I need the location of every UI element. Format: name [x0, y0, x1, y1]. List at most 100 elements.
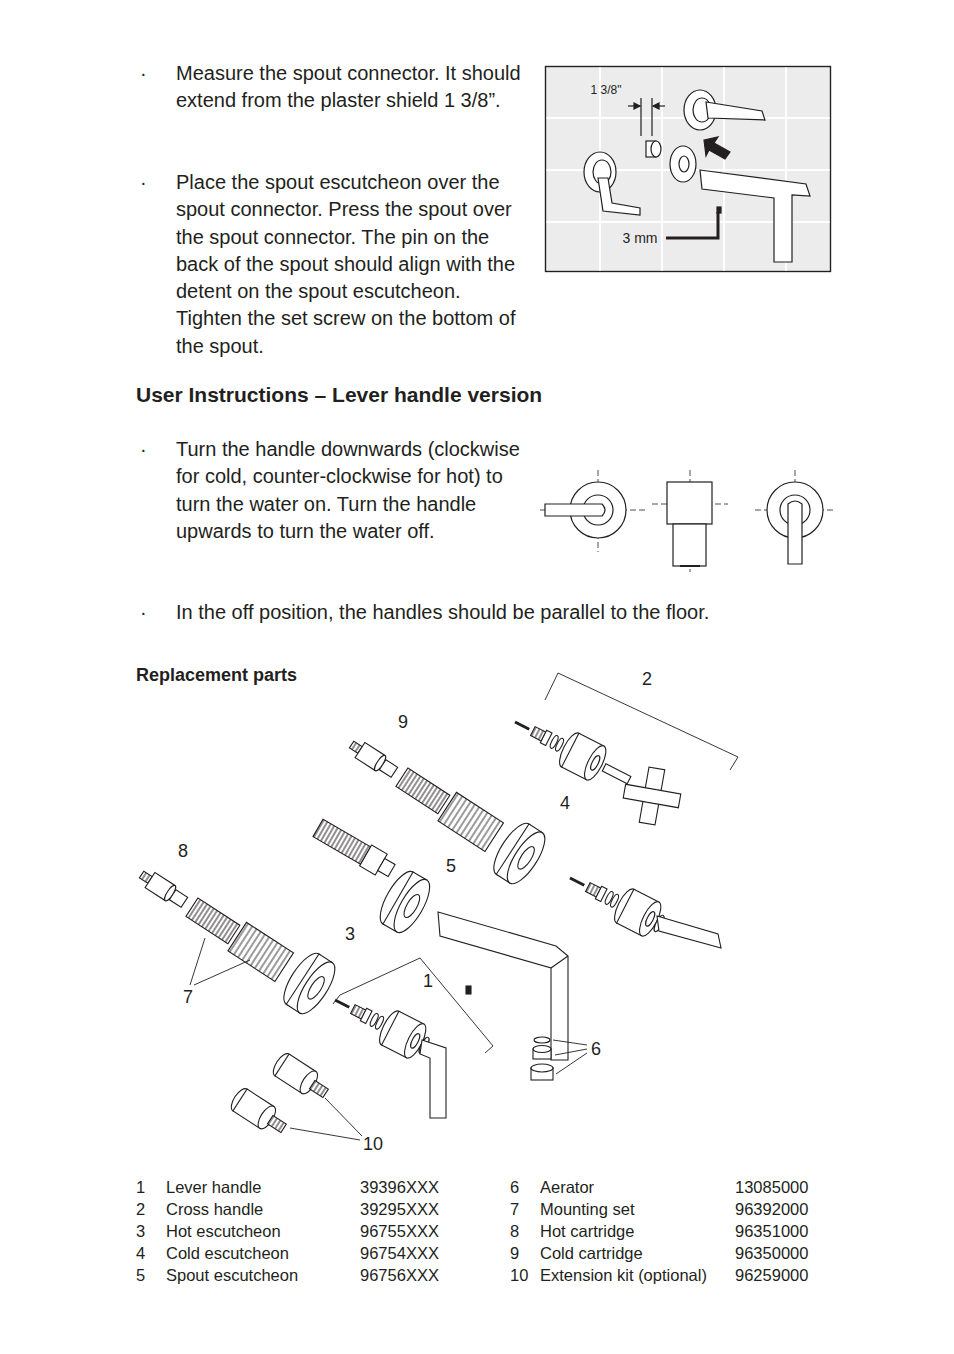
drawing-rect [360, 1008, 372, 1023]
drawing-path [706, 102, 765, 120]
drawing-g [326, 983, 435, 1064]
drawing-ellipse [679, 156, 689, 172]
drawing-path [666, 212, 718, 238]
table-cell: Lever handle [166, 1177, 261, 1197]
exploded-view [125, 705, 721, 1139]
drawing-g [620, 764, 685, 829]
table-cell: Cross handle [166, 1199, 263, 1219]
drawing-rect [466, 986, 471, 994]
install-figure [546, 67, 831, 272]
drawing-ellipse [533, 1046, 551, 1053]
drawing-path [657, 916, 721, 948]
drawing-line [194, 960, 250, 985]
section-heading: Replacement parts [136, 663, 297, 688]
drawing-line [290, 1128, 360, 1140]
drawing-g [561, 861, 670, 942]
drawing-polyline [333, 958, 493, 1053]
drawing-line [190, 938, 205, 985]
drawing-rect [546, 67, 831, 272]
drawing-g [540, 470, 835, 572]
table-cell: Mounting set [540, 1199, 634, 1219]
callout-number: 5 [446, 857, 456, 875]
part-number: 39396XXX [360, 1177, 439, 1197]
callout-number: 9 [398, 713, 408, 731]
part-number: 96259000 [735, 1265, 808, 1285]
drawing-rect [267, 1115, 286, 1132]
drawing-rect [396, 768, 450, 814]
table-cell: 1 [136, 1177, 145, 1197]
drawing-ellipse [589, 754, 602, 771]
part-number: 96756XXX [360, 1265, 439, 1285]
table-cell: Hot cartridge [540, 1221, 634, 1241]
drawing-g [373, 867, 436, 938]
callout-number: 2 [642, 670, 652, 688]
table-cell: 6 [510, 1177, 519, 1197]
table-cell: 9 [510, 1243, 519, 1263]
drawing-rect [673, 524, 706, 566]
table-cell: 10 [510, 1265, 528, 1285]
leader-lines [190, 673, 738, 1140]
drawing-ellipse [290, 957, 341, 1019]
handle-position-figure [540, 470, 835, 572]
bullet: · [140, 169, 147, 196]
drawing-path [704, 137, 730, 159]
part-number: 96350000 [735, 1243, 808, 1263]
drawing-g [506, 705, 637, 797]
part-number: 96755XXX [360, 1221, 439, 1241]
drawing-path [598, 178, 640, 215]
drawing-rect [378, 858, 395, 876]
callout-number: 6 [591, 1040, 601, 1058]
drawing-rect [169, 890, 187, 908]
drawing-rect [309, 1080, 328, 1097]
drawing-rect [595, 886, 607, 901]
drawing-rect [228, 922, 293, 981]
drawing-ellipse [531, 1064, 553, 1072]
instruction-text: Turn the handle downwards (clockwise for… [176, 436, 521, 545]
drawing-g [228, 1086, 291, 1139]
drawing-ellipse [515, 844, 538, 871]
drawing-path [420, 1040, 446, 1118]
table-cell: 3 [136, 1221, 145, 1241]
drawing-line [555, 1049, 587, 1055]
callout-number: 1 [423, 972, 433, 990]
drawing-ellipse [305, 974, 328, 1001]
drawing-path [653, 103, 659, 109]
drawing-rect [313, 819, 371, 864]
drawing-line [651, 98, 652, 136]
drawing-g [125, 849, 341, 1019]
table-cell: Extension kit (optional) [540, 1265, 707, 1285]
table-cell: Aerator [540, 1177, 594, 1197]
table-cell: Cold escutcheon [166, 1243, 289, 1263]
drawing-g [270, 1051, 333, 1104]
bullet: · [140, 60, 147, 87]
drawing-ellipse [651, 141, 661, 157]
instruction-text: Place the spout escutcheon over the spou… [176, 169, 528, 360]
callout-number: 10 [363, 1135, 383, 1153]
drawing-ellipse [534, 1037, 550, 1043]
table-cell: Hot escutcheon [166, 1221, 281, 1241]
drawing-ellipse [500, 827, 551, 889]
drawing-ellipse [387, 875, 436, 938]
table-cell: 5 [136, 1265, 145, 1285]
drawing-path [634, 103, 640, 109]
drawing-g [546, 67, 830, 271]
table-cell: 7 [510, 1199, 519, 1219]
tool-size-label: 3 mm [623, 231, 658, 245]
instruction-text: Measure the spout connector. It should e… [176, 60, 521, 115]
drawing-rect [540, 730, 552, 745]
table-cell: 8 [510, 1221, 519, 1241]
callout-number: 3 [345, 925, 355, 943]
drawing-line [553, 1040, 587, 1045]
callout-number: 8 [178, 842, 188, 860]
callout-number: 4 [560, 794, 570, 812]
drawing-g [335, 719, 551, 889]
drawing-line [335, 1000, 349, 1007]
drawing-path [788, 501, 802, 564]
drawing-line [570, 878, 584, 885]
drawing-rect [602, 764, 631, 784]
part-number: 96392000 [735, 1199, 808, 1219]
table-cell: Spout escutcheon [166, 1265, 298, 1285]
drawing-ellipse [670, 146, 696, 182]
drawing-polyline [545, 673, 738, 770]
drawing-line [325, 1098, 362, 1136]
